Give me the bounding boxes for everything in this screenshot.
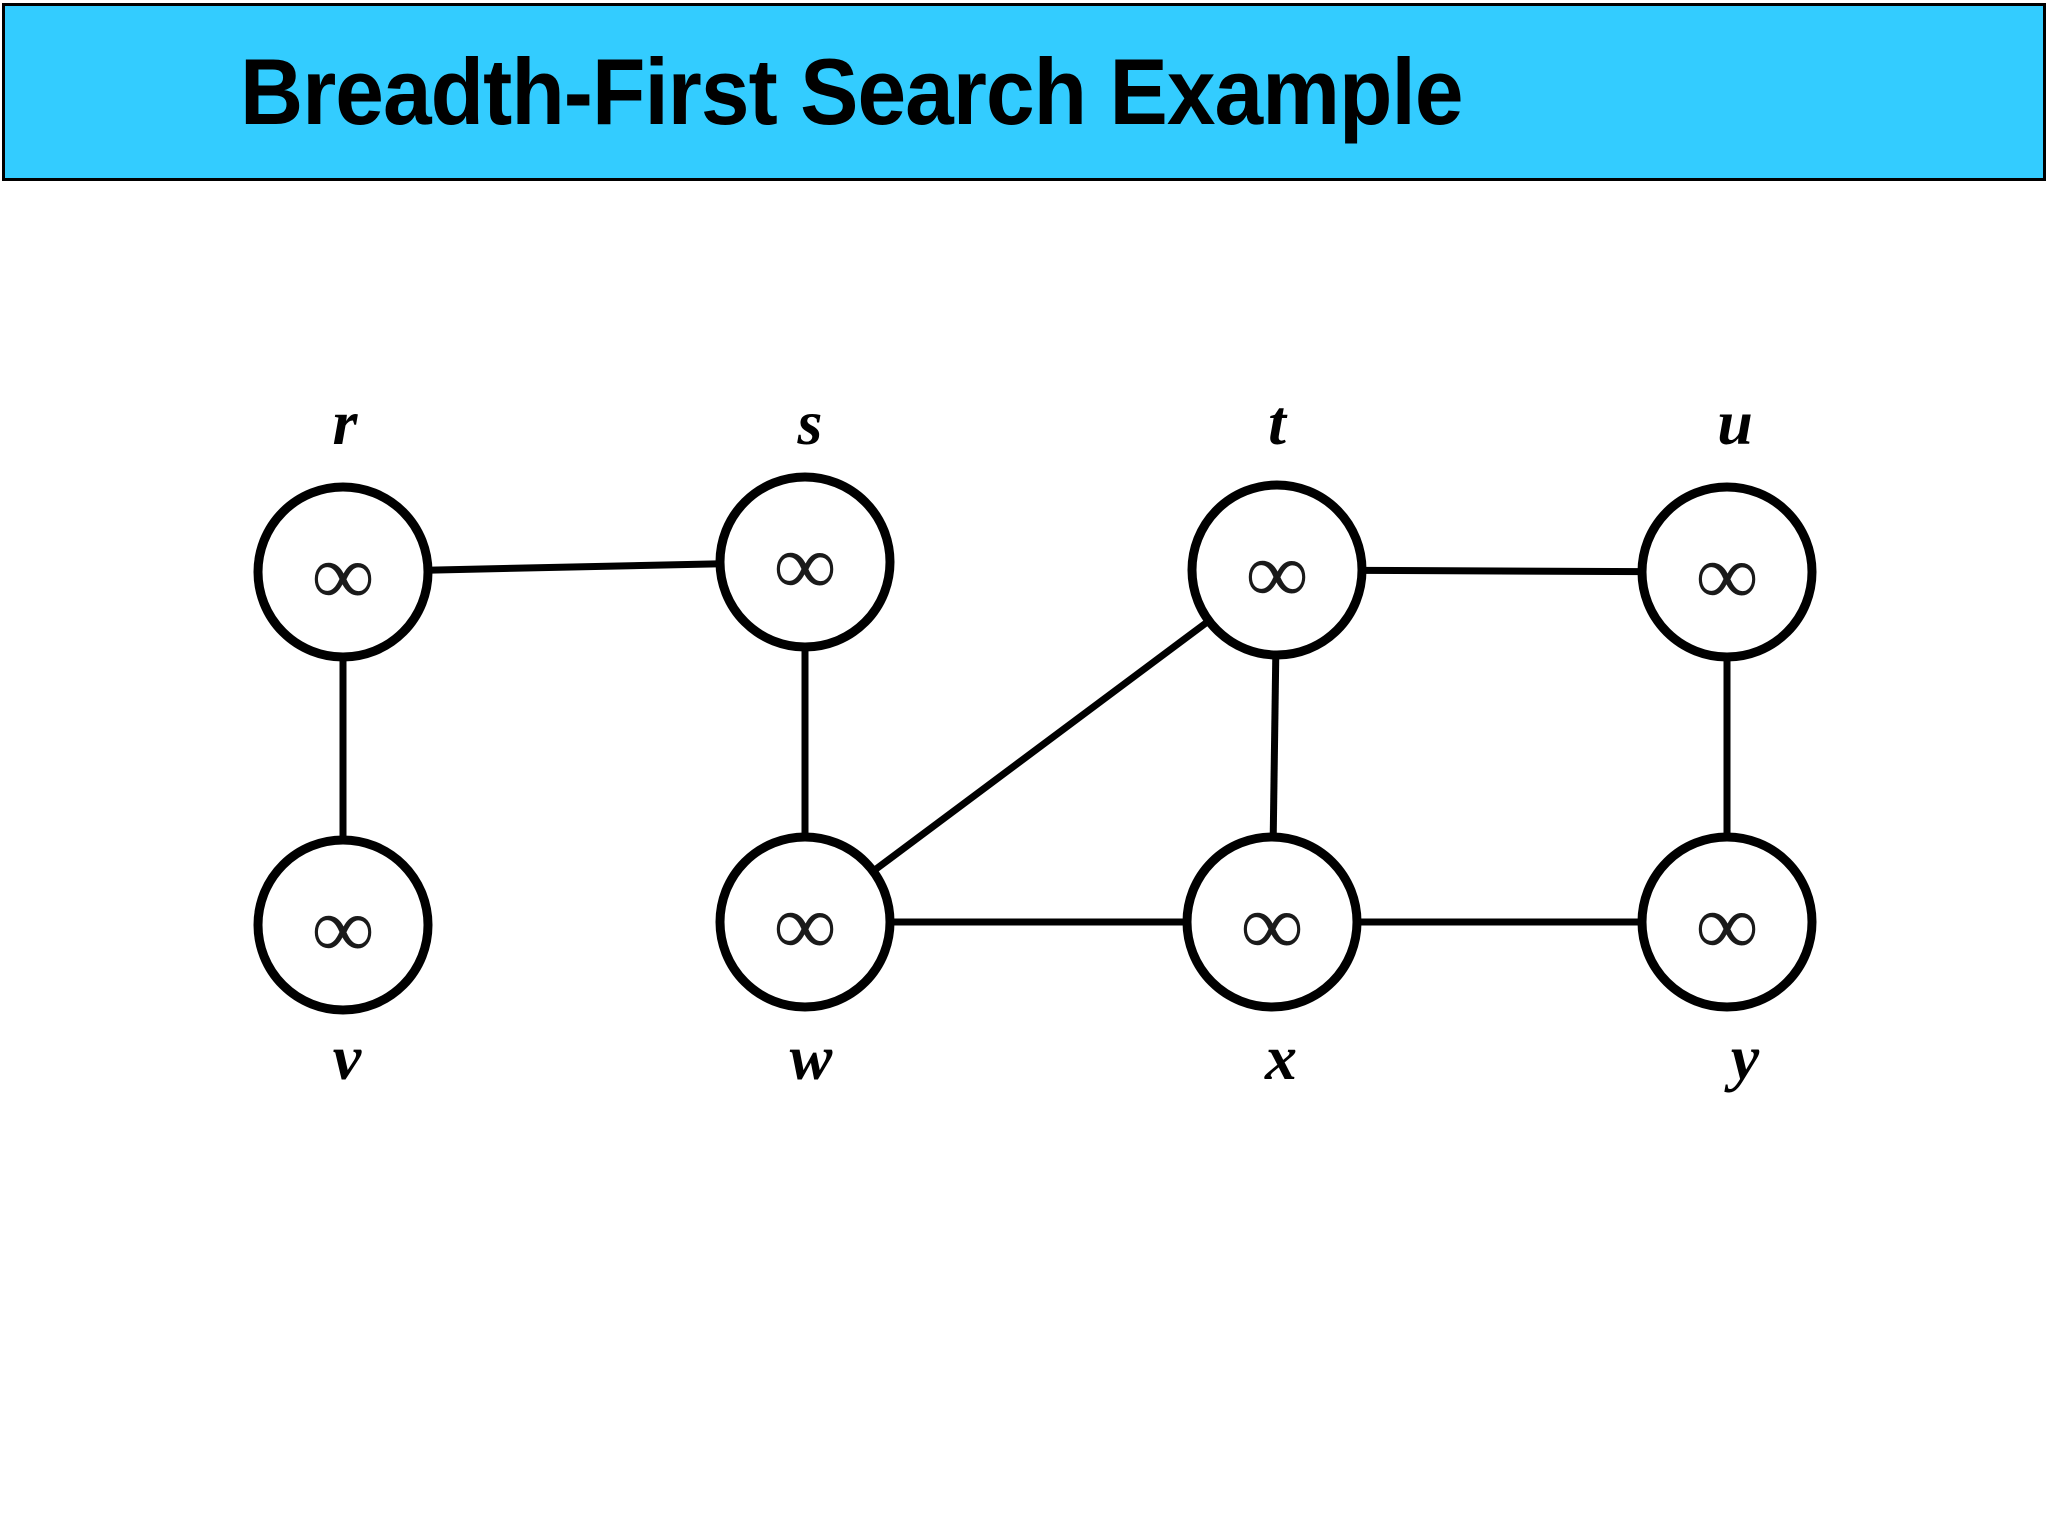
graph-canvas: ∞ ∞ ∞ ∞ ∞ ∞ ∞ ∞ r s t u v w x y [253,387,1817,1093]
node-value-w: ∞ [774,877,835,973]
graph-node-t[interactable]: ∞ [1187,480,1367,660]
node-circle-v [253,835,433,1015]
graph-node-x[interactable]: ∞ [1182,832,1362,1012]
slide-title-banner: Breadth-First Search Example [2,3,2046,181]
page-title: Breadth-First Search Example [240,39,1463,144]
node-label-x: x [1264,1022,1297,1093]
graph-edge-r-s [425,560,723,574]
graph-node-w[interactable]: ∞ [715,832,895,1012]
graph-node-s[interactable]: ∞ [715,472,895,652]
node-circle-s [715,472,895,652]
node-circle-t [1187,480,1367,660]
node-label-s: s [797,387,823,458]
node-label-r: r [333,387,359,458]
graph-edge-w-t [869,616,1213,876]
graph-node-u[interactable]: ∞ [1637,482,1817,662]
node-label-v: v [333,1022,362,1093]
node-circle-r [253,482,433,662]
node-circle-x [1182,832,1362,1012]
node-value-u: ∞ [1696,527,1757,623]
node-circle-u [1637,482,1817,662]
node-value-r: ∞ [312,527,373,623]
node-label-w: w [790,1022,833,1093]
node-label-t: t [1268,387,1288,458]
graph-node-y[interactable]: ∞ [1637,832,1817,1012]
graph-nodes: ∞ ∞ ∞ ∞ ∞ ∞ ∞ ∞ [253,472,1817,1015]
graph-node-v[interactable]: ∞ [253,835,433,1015]
node-label-y: y [1724,1022,1760,1093]
node-circle-w [715,832,895,1012]
node-value-v: ∞ [312,880,373,976]
node-value-x: ∞ [1241,877,1302,973]
graph-node-r[interactable]: ∞ [253,482,433,662]
node-value-y: ∞ [1696,877,1757,973]
graph-edge-t-u [1359,566,1645,576]
graph-edge-t-x [1269,652,1280,840]
node-label-u: u [1717,387,1753,458]
node-value-t: ∞ [1246,525,1307,621]
node-value-s: ∞ [774,517,835,613]
graph-edges [339,560,1731,926]
graph-diagram: ∞ ∞ ∞ ∞ ∞ ∞ ∞ ∞ r s t u v w x y [0,182,2048,1536]
node-circle-y [1637,832,1817,1012]
